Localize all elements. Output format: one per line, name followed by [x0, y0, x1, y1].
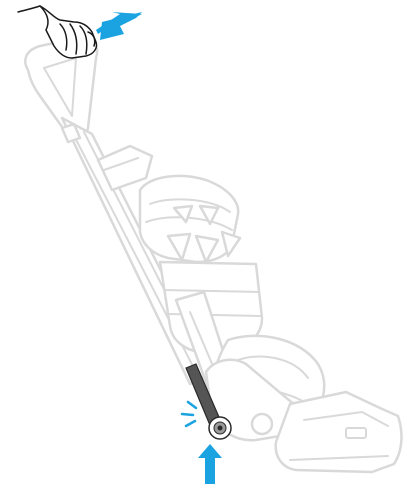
click-lines-icon — [182, 402, 196, 426]
vacuum-cleaner — [25, 38, 401, 472]
arrow-up-icon — [198, 444, 222, 484]
push-arrow-icon — [96, 12, 142, 40]
latch-pivot-core — [218, 426, 223, 431]
hand-wrist — [18, 6, 40, 12]
rear-wheel — [252, 414, 272, 434]
